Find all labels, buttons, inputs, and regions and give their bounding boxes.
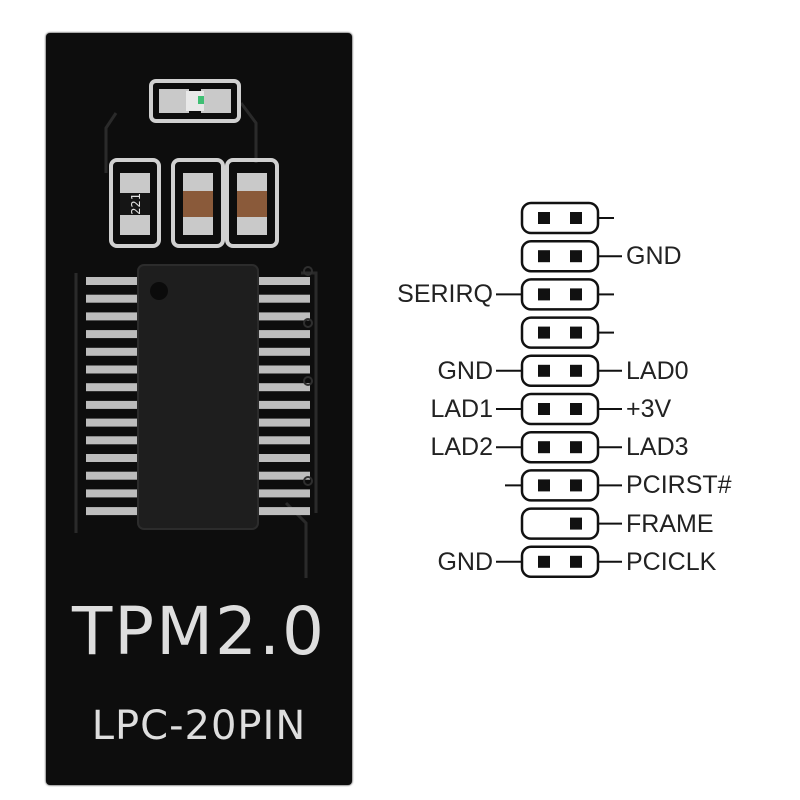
chip-pin bbox=[86, 312, 138, 321]
chip-pin bbox=[258, 312, 310, 321]
chip-pin bbox=[258, 383, 310, 392]
pin bbox=[538, 403, 550, 415]
pin bbox=[570, 441, 582, 454]
pin-pair-outline bbox=[520, 392, 600, 426]
chip-pin bbox=[258, 330, 310, 339]
header-row bbox=[496, 354, 622, 388]
pin bbox=[570, 250, 582, 263]
chip-pin bbox=[86, 277, 138, 285]
pin bbox=[538, 288, 550, 301]
chip-pin bbox=[86, 418, 138, 427]
pin-label-right: LAD0 bbox=[626, 356, 689, 385]
chip-pin bbox=[86, 383, 138, 392]
header-row bbox=[520, 507, 622, 540]
pin-label-left: SERIRQ bbox=[397, 280, 493, 309]
pin bbox=[538, 555, 550, 568]
pin-pair-outline bbox=[520, 469, 600, 502]
chip-pin bbox=[86, 454, 138, 462]
chip-pin bbox=[86, 330, 138, 339]
chip-pin bbox=[86, 347, 138, 356]
chip-pin bbox=[258, 489, 310, 498]
pin-pair-outline bbox=[520, 201, 600, 235]
pin-label-left: LAD1 bbox=[430, 395, 493, 423]
chip-pin bbox=[86, 489, 138, 498]
header-row bbox=[496, 392, 622, 426]
header-row bbox=[520, 201, 614, 235]
pin bbox=[570, 364, 582, 377]
capacitor-component bbox=[225, 158, 279, 248]
chip-pin bbox=[86, 436, 138, 445]
header-row bbox=[496, 430, 622, 464]
pin-label-left: GND bbox=[437, 356, 493, 385]
chip-pin bbox=[86, 294, 138, 303]
pin-label-right: PCICLK bbox=[626, 547, 717, 576]
resistor-component: 221 bbox=[109, 158, 161, 248]
pin-label-right: FRAME bbox=[626, 509, 714, 538]
pin-pair-outline bbox=[520, 545, 600, 579]
chip-pin bbox=[258, 365, 310, 374]
header-row bbox=[496, 278, 614, 311]
pin bbox=[538, 479, 550, 492]
chip-pin bbox=[258, 400, 310, 409]
pin-pair-outline bbox=[520, 316, 600, 349]
pin-label-right: +3V bbox=[626, 395, 672, 423]
pin bbox=[538, 212, 550, 224]
capacitor-component bbox=[171, 158, 225, 248]
pin-label-left: GND bbox=[437, 547, 493, 576]
pin-label-right: LAD3 bbox=[626, 433, 689, 462]
chip-pin bbox=[86, 471, 138, 480]
board-title: TPM2.0 bbox=[71, 593, 327, 670]
pin bbox=[570, 517, 582, 530]
chip-pin bbox=[258, 507, 310, 516]
pin bbox=[570, 479, 582, 492]
header-row bbox=[505, 469, 622, 502]
board-subtitle: LPC-20PIN bbox=[91, 703, 307, 749]
pin bbox=[570, 326, 582, 339]
pin-label-right: PCIRST# bbox=[626, 471, 732, 500]
chip-pin bbox=[258, 294, 310, 303]
chip-pin bbox=[258, 436, 310, 445]
header-row bbox=[496, 545, 622, 579]
chip-pin bbox=[86, 507, 138, 516]
chip-pin bbox=[258, 347, 310, 356]
chip-pin bbox=[258, 418, 310, 427]
pin-label-left: LAD2 bbox=[430, 433, 493, 462]
header-row bbox=[520, 239, 622, 273]
tpm-module-board: 221 TPM2 bbox=[46, 33, 352, 785]
pin bbox=[570, 403, 582, 415]
chip-pin bbox=[258, 471, 310, 480]
pin-label-right: GND bbox=[626, 242, 682, 271]
pin bbox=[570, 288, 582, 301]
pin bbox=[538, 250, 550, 263]
board-components: 221 bbox=[74, 79, 318, 578]
tpm-chip bbox=[137, 264, 259, 530]
pin bbox=[538, 326, 550, 339]
chip-pin bbox=[86, 365, 138, 374]
pin-pair-outline bbox=[520, 507, 600, 540]
pin bbox=[570, 212, 582, 224]
pin bbox=[570, 555, 582, 568]
pin bbox=[538, 364, 550, 377]
led-component bbox=[149, 79, 241, 123]
pin-pair-outline bbox=[520, 239, 600, 273]
chip-pin bbox=[258, 277, 310, 285]
header-row bbox=[520, 316, 614, 349]
pin-pair-outline bbox=[520, 430, 600, 464]
chip-pin bbox=[258, 454, 310, 462]
pin bbox=[538, 441, 550, 454]
pin-pair-outline bbox=[520, 354, 600, 388]
resistor-marking: 221 bbox=[129, 193, 143, 215]
chip-pin bbox=[86, 400, 138, 409]
chip-pins bbox=[86, 277, 310, 516]
pin-pair-outline bbox=[520, 278, 600, 311]
